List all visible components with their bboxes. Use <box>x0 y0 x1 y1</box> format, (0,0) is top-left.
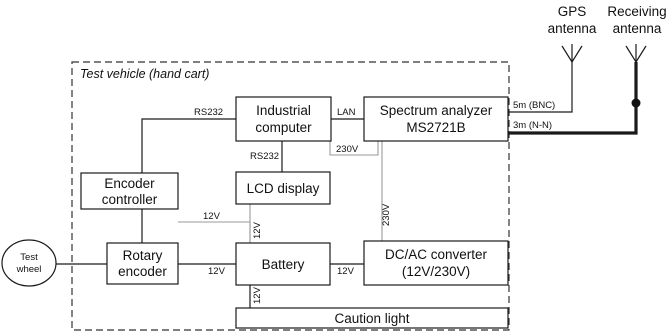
encoder-controller-block: Encoder controller <box>80 172 179 210</box>
power-link-encoder-controller <box>178 221 251 243</box>
test-wheel: Test wheel <box>1 239 57 287</box>
gps-antenna-icon <box>561 44 583 64</box>
encoder-controller-label-line2: controller <box>102 192 158 207</box>
dc-ac-converter-label-line1: DC/AC converter <box>385 247 488 262</box>
lcd-display-block: LCD display <box>235 171 331 205</box>
v12-converter-label: 12V <box>337 266 355 277</box>
battery-label: Battery <box>262 257 305 272</box>
receiving-antenna-icon <box>625 44 647 64</box>
rotary-encoder-label-line2: encoder <box>118 264 167 279</box>
cable-junction-dot <box>631 98 641 108</box>
battery-block: Battery <box>235 242 331 286</box>
gps-antenna-label-line2: antenna <box>548 21 597 36</box>
nn-cable <box>508 62 638 135</box>
gps-antenna-label-line1: GPS <box>558 4 587 19</box>
caution-light-block: Caution light <box>235 307 509 329</box>
test-wheel-label-line2: wheel <box>16 264 42 275</box>
v230-vertical-label: 230V <box>381 203 392 226</box>
encoder-controller-label-line1: Encoder <box>104 176 155 191</box>
industrial-computer-label-line1: Industrial <box>256 103 311 118</box>
nn-cable-label: 3m (N-N) <box>513 120 552 131</box>
v12-encoder-label: 12V <box>203 211 221 222</box>
caution-light-label: Caution light <box>334 311 409 326</box>
industrial-computer-label-line2: computer <box>255 120 312 135</box>
industrial-computer-block: Industrial computer <box>235 96 332 142</box>
rotary-encoder-block: Rotary encoder <box>106 242 179 285</box>
v12-lcd-label: 12V <box>252 221 263 239</box>
bnc-cable <box>508 62 573 113</box>
receiving-antenna-label-line1: Receiving <box>607 4 666 19</box>
rs232-lcd-label: RS232 <box>250 151 279 162</box>
bnc-cable-label: 5m (BNC) <box>513 100 555 111</box>
lcd-display-label: LCD display <box>247 181 320 196</box>
receiving-antenna-label-line2: antenna <box>613 21 662 36</box>
test-vehicle-label: Test vehicle (hand cart) <box>80 67 209 81</box>
dc-ac-converter-block: DC/AC converter (12V/230V) <box>363 240 509 286</box>
v230-upper-label: 230V <box>336 144 359 155</box>
spectrum-analyzer-label-line1: Spectrum analyzer <box>380 103 493 118</box>
spectrum-analyzer-label-line2: MS2721B <box>406 120 465 135</box>
rs232-top-label: RS232 <box>194 107 223 118</box>
test-wheel-label-line1: Test <box>20 252 38 263</box>
v12-caution-label: 12V <box>252 286 263 304</box>
dc-ac-converter-label-line2: (12V/230V) <box>402 264 470 279</box>
v12-rotary-label: 12V <box>208 266 226 277</box>
test-vehicle-boundary <box>71 61 510 331</box>
rotary-encoder-label-line1: Rotary <box>123 248 163 263</box>
spectrum-analyzer-block: Spectrum analyzer MS2721B <box>363 96 509 142</box>
ac-link-computer <box>329 141 379 156</box>
rs232-link-computer-encoder <box>141 118 236 173</box>
lan-label: LAN <box>337 107 356 118</box>
